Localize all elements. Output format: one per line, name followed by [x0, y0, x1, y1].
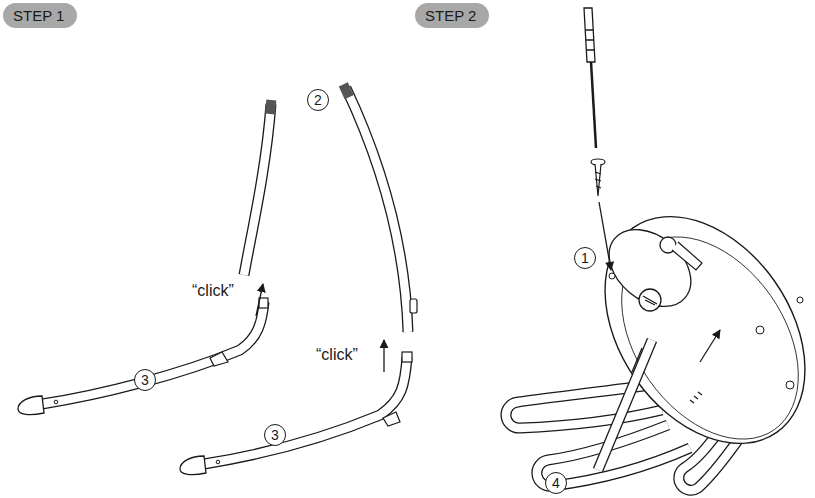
step-heading: STEP 2 — [425, 7, 479, 24]
leg-part-3-left — [18, 298, 268, 415]
step-heading: STEP 1 — [13, 7, 67, 24]
tube-part-2 — [244, 100, 276, 275]
center-tube — [598, 340, 652, 470]
tube-part-long — [339, 82, 417, 332]
click-note: “click” — [192, 282, 234, 300]
callout-number: 3 — [264, 424, 286, 446]
step-pill: STEP 1 — [3, 3, 77, 28]
screw — [591, 159, 605, 196]
screwdriver — [584, 8, 596, 148]
click-note: “click” — [316, 346, 358, 364]
screw-arrow — [599, 202, 611, 270]
base-housing — [564, 179, 815, 481]
callout-number: 1 — [574, 247, 596, 269]
callout-number: 3 — [134, 369, 156, 391]
click-arrow — [256, 284, 263, 316]
click-arrow — [383, 340, 384, 372]
leg-part-3-right — [180, 352, 412, 475]
callout-number: 4 — [545, 472, 567, 494]
step-pill: STEP 2 — [415, 3, 489, 28]
callout-number: 2 — [307, 89, 329, 111]
insert-arrow — [700, 330, 720, 362]
